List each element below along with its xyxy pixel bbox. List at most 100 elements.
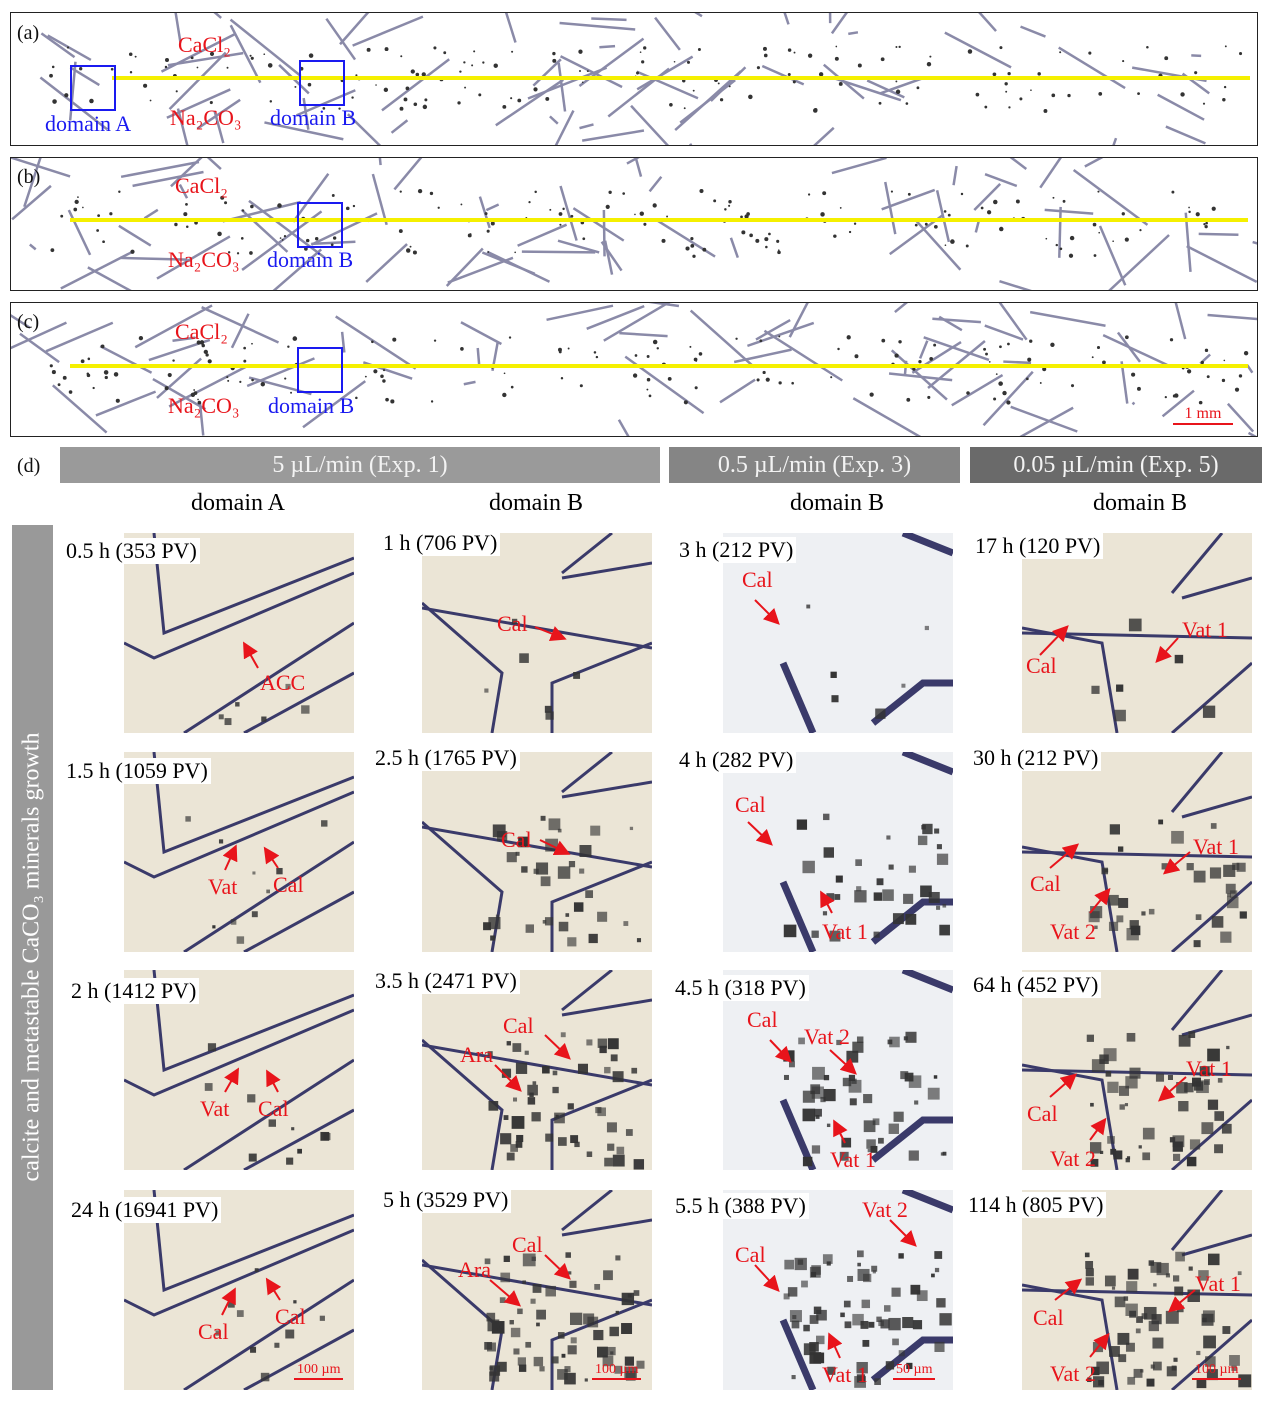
precipitate [1092,222,1097,227]
crystal [515,1062,528,1074]
crystal [1094,925,1098,930]
precipitate [331,194,335,197]
crystal [230,919,237,925]
crystal [522,1253,536,1267]
time-label: 4 h (282 PV) [676,747,797,773]
channel-walls [124,752,354,952]
channel [830,13,848,35]
crystal [496,831,508,842]
micrograph [422,752,652,952]
precipitate [1027,357,1032,362]
crystal [519,653,529,663]
precipitate [463,61,466,64]
channel [813,126,835,145]
channel-walls [779,970,953,1170]
crystal [870,1145,878,1153]
crystal [933,1075,938,1079]
precipitate [97,214,101,217]
mineral-label: Cal [497,611,528,636]
channel-walls [779,533,953,733]
panel-label: (a) [17,22,40,44]
precipitate [999,46,1003,50]
precipitate [995,373,998,376]
channel [1252,240,1257,245]
crystal [517,1308,523,1315]
precipitate [424,98,428,102]
precipitate [634,213,636,216]
channel [982,370,1034,427]
crystal [1173,1153,1181,1161]
crystal [564,1372,576,1385]
crystal [551,1356,559,1364]
precipitate [511,50,514,53]
mineral-label: ACC [260,670,306,695]
channel [51,384,108,434]
channel [45,321,114,353]
precipitate [287,345,290,348]
micrograph [723,1190,953,1390]
precipitate [894,353,899,358]
crystal [524,1050,529,1055]
crystal [908,865,916,873]
precipitate [993,199,998,205]
channel [617,419,630,436]
crystal [533,868,539,874]
crystal [876,878,884,886]
centerline [70,364,1248,368]
crystal [486,1312,496,1322]
crystal [783,924,797,938]
precipitate [693,357,698,362]
precipitate [129,71,133,74]
precipitate [52,99,57,104]
precipitate [250,204,254,209]
precipitate [241,209,245,212]
precipitate [728,200,732,204]
channel [998,303,1028,341]
precipitate [399,190,402,193]
crystal [939,1313,952,1326]
precipitate [118,190,121,193]
crystal [1229,1355,1240,1366]
precipitate [487,251,490,253]
crystal [1090,1102,1094,1107]
precipitate [929,55,932,58]
crystal [830,671,837,678]
precipitate [263,53,266,56]
crystal [1126,1156,1131,1160]
crystal [542,1065,550,1074]
precipitate [138,336,144,341]
crystal [594,1283,601,1290]
crystal [942,903,947,908]
crystal [857,1250,864,1258]
precipitate [765,245,768,249]
crystal [1116,915,1124,923]
precipitate [1029,339,1033,343]
precipitate [656,347,659,350]
crystal [1172,1141,1183,1152]
crystal [529,1092,534,1098]
channel [229,24,262,84]
crystal [1125,1342,1135,1352]
precipitate [1137,92,1140,95]
precipitate [51,370,56,375]
crystal [285,683,291,690]
crystal [1236,862,1246,872]
channel [168,51,227,111]
crystal [597,1107,606,1117]
domain-b-box [297,202,343,248]
precipitate [835,45,838,48]
precipitate [807,53,813,58]
crystal [544,917,554,926]
crystal [1153,1283,1157,1287]
crystal [1092,1342,1104,1353]
crystal [1127,1376,1136,1385]
precipitate [756,378,760,382]
crystal [1130,925,1141,936]
crystal [560,1032,566,1038]
crystal [525,1341,532,1348]
crystal [609,1326,619,1337]
channel [1029,310,1106,327]
precipitate [639,51,642,53]
crystal [874,1378,881,1385]
crystal [811,930,819,938]
